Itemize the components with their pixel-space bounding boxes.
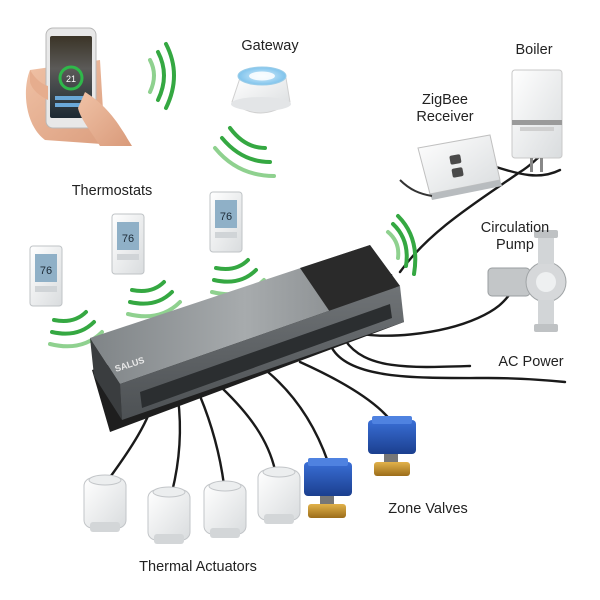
signal-gateway xyxy=(213,126,276,178)
svg-text:21: 21 xyxy=(66,74,76,84)
zone-valve-1 xyxy=(304,458,352,518)
cable-valve-1 xyxy=(266,370,330,464)
wiring-center-controller: SALUS xyxy=(90,245,404,432)
zigbee-receiver-device xyxy=(399,134,502,200)
zigbee-receiver-label: ZigBee Receiver xyxy=(410,92,480,126)
thermal-actuator-3 xyxy=(203,480,247,538)
thermostat-1-reading: 76 xyxy=(40,265,52,277)
thermostat-1 xyxy=(29,245,63,307)
thermal-actuator-2 xyxy=(147,486,191,544)
ac-power-label: AC Power xyxy=(498,354,564,370)
cable-zigbee xyxy=(488,163,562,177)
zigbee-label-line2: Receiver xyxy=(416,109,474,125)
thermostat-3 xyxy=(209,191,243,253)
signal-thermostat-1 xyxy=(48,310,104,349)
cable-boiler xyxy=(398,156,540,274)
thermal-actuators-label: Thermal Actuators xyxy=(139,559,257,575)
cable-pump xyxy=(350,292,512,337)
thermostats-label: Thermostats xyxy=(71,183,153,199)
signal-controller xyxy=(386,214,418,276)
boiler-device xyxy=(511,69,563,172)
circulation-pump-device xyxy=(487,230,567,332)
zigbee-label-line1: ZigBee xyxy=(422,92,468,108)
cable-actuator-3 xyxy=(198,394,226,487)
circulation-label-line1: Circulation xyxy=(480,220,550,236)
thermostat-2-reading: 76 xyxy=(122,233,134,245)
cable-actuator-2 xyxy=(170,396,182,494)
thermostat-3-reading: 76 xyxy=(220,211,232,223)
signal-thermostat-2 xyxy=(126,280,182,319)
circulation-pump-label: Circulation Pump xyxy=(470,220,560,254)
cable-ac-power xyxy=(330,346,567,384)
thermal-actuator-4 xyxy=(257,466,301,524)
signal-phone xyxy=(148,42,176,110)
gateway-label: Gateway xyxy=(241,38,299,54)
zone-valve-2 xyxy=(368,416,416,476)
smartphone-in-hand: 21 xyxy=(25,27,132,146)
thermostat-2 xyxy=(111,213,145,275)
gateway-device xyxy=(231,66,291,114)
cable-ac-power-2 xyxy=(343,338,472,369)
cable-valve-2 xyxy=(298,360,394,424)
thermal-actuator-1 xyxy=(83,474,127,532)
cables xyxy=(106,156,567,494)
boiler-label: Boiler xyxy=(515,42,553,58)
circulation-label-line2: Pump xyxy=(496,237,534,253)
zone-valves-label: Zone Valves xyxy=(388,501,468,517)
cable-actuator-4 xyxy=(220,386,277,472)
